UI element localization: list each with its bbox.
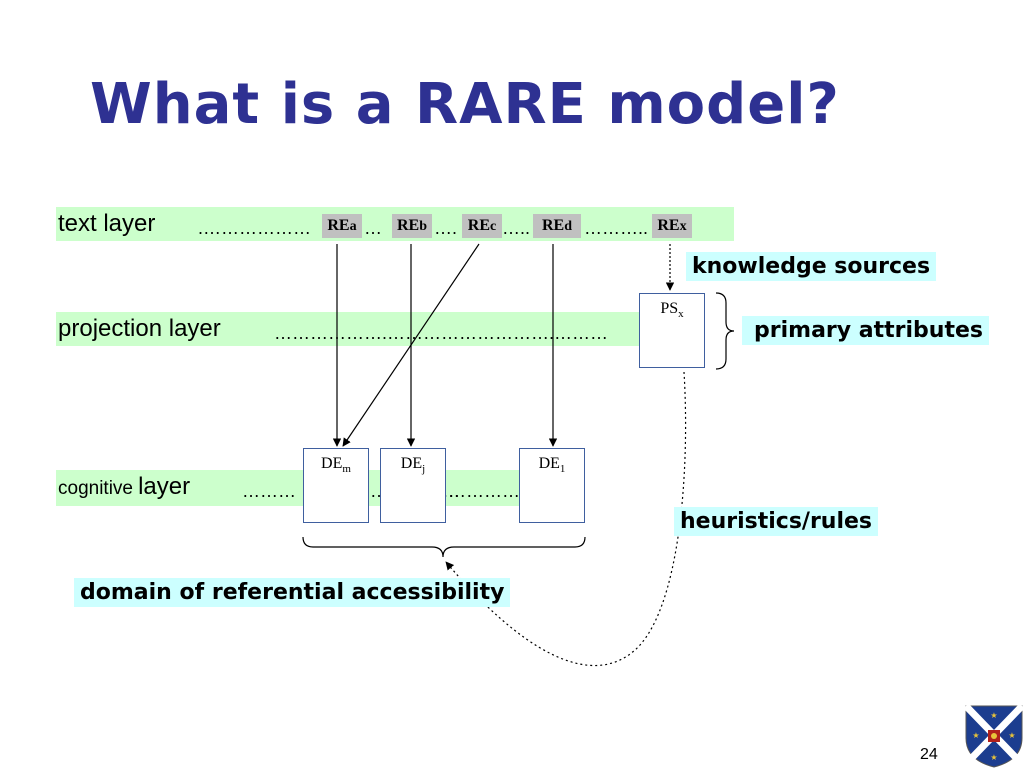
text-layer-dots: .………………: [198, 218, 312, 238]
re-x: REx: [652, 214, 692, 238]
layer-word: layer: [138, 473, 191, 500]
projection-layer-dots: ……………….……………………….………: [274, 323, 609, 343]
crest-logo: ★ ★ ★ ★: [964, 704, 1024, 768]
re-b: REb: [392, 214, 432, 238]
cognitive-dots-3: …………: [448, 481, 520, 501]
brace-domain: [302, 536, 586, 558]
de-1-box: DE1: [519, 448, 585, 523]
ps-x-box: PSx: [639, 293, 705, 368]
arrow-rec-dem: [342, 243, 480, 447]
knowledge-sources-callout: knowledge sources: [686, 252, 937, 281]
text-sep-1: …: [364, 218, 382, 238]
de-j-box: DEj: [380, 448, 446, 523]
re-c: REc: [462, 214, 502, 238]
slide-title: What is a RARE model?: [90, 72, 840, 137]
re-a: REa: [322, 214, 362, 238]
svg-text:★: ★: [972, 731, 979, 740]
slide-number: 24: [920, 746, 938, 763]
domain-callout: domain of referential accessibility: [74, 578, 511, 607]
heuristics-rules-callout: heuristics/rules: [674, 507, 879, 536]
text-sep-4: ………..: [584, 218, 649, 238]
svg-text:★: ★: [1008, 731, 1015, 740]
svg-text:★: ★: [990, 753, 997, 762]
brace-primary-attributes: [715, 292, 735, 370]
primary-attributes-callout: primary attributes: [742, 316, 989, 345]
cognitive-dots-1: ………: [242, 481, 296, 501]
de-m-box: DEm: [303, 448, 369, 523]
text-layer-label: text layer: [58, 210, 156, 237]
cognitive-layer-label: cognitive layer: [58, 473, 190, 501]
text-sep-2: ….: [434, 218, 458, 238]
text-sep-3: …..: [502, 218, 531, 238]
cognitive-word: cognitive: [58, 478, 133, 499]
svg-text:★: ★: [990, 711, 997, 720]
projection-layer-band: [56, 312, 656, 346]
re-d: REd: [533, 214, 581, 238]
cognitive-layer-band: [56, 470, 536, 506]
projection-layer-label: projection layer: [58, 315, 221, 342]
dotted-curve-heuristics: [445, 371, 687, 667]
